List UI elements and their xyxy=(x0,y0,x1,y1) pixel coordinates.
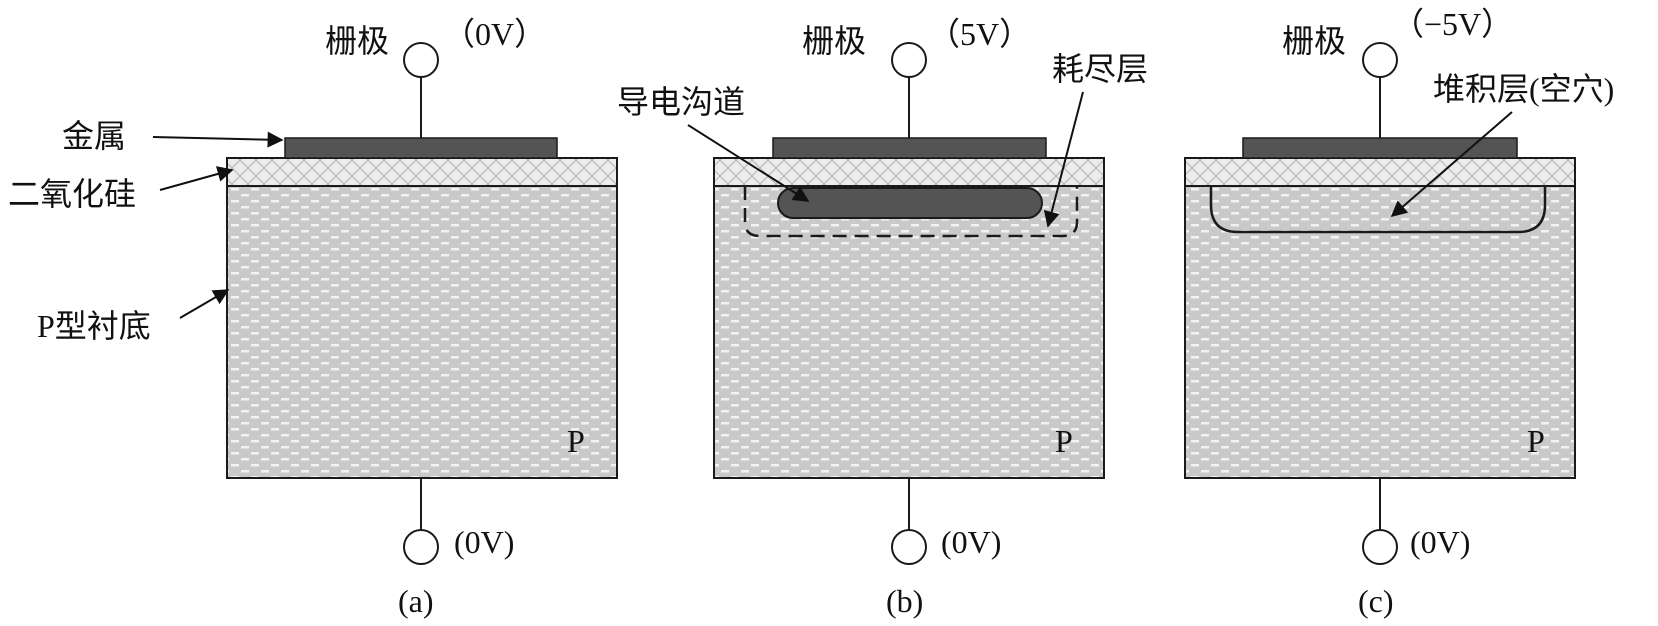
depletion-callout-label: 耗尽层 xyxy=(1052,51,1148,87)
channel-callout-label: 导电沟道 xyxy=(617,84,745,120)
substrate-type: P xyxy=(1527,423,1545,459)
body-terminal xyxy=(403,529,439,565)
gate-terminal xyxy=(403,42,439,78)
channel-arrow xyxy=(687,124,810,202)
gate-voltage: （0V） xyxy=(443,16,546,52)
panel-caption: (c) xyxy=(1358,583,1394,619)
metal-callout-label: 金属 xyxy=(62,118,126,154)
substrate-arrow xyxy=(179,289,230,319)
oxide-layer xyxy=(226,157,618,187)
panel-a: 栅极 （0V） P (0V) (a) xyxy=(226,16,618,619)
gate-label: 栅极 xyxy=(802,23,866,59)
bottom-voltage: (0V) xyxy=(1410,524,1470,560)
body-terminal xyxy=(1362,529,1398,565)
oxide-layer xyxy=(1184,157,1576,187)
accumulation-region xyxy=(1209,186,1547,234)
panel-caption: (a) xyxy=(398,583,434,619)
gate-voltage: （−5V） xyxy=(1392,6,1513,42)
oxide-callout-label: 二氧化硅 xyxy=(8,176,136,212)
accumulation-arrow xyxy=(1390,111,1513,218)
bottom-voltage: (0V) xyxy=(454,524,514,560)
metal-gate xyxy=(1242,137,1518,159)
substrate xyxy=(713,185,1105,479)
gate-terminal xyxy=(891,42,927,78)
gate-voltage: （5V） xyxy=(928,16,1031,52)
metal-gate xyxy=(284,137,558,159)
substrate-callout-label: P型衬底 xyxy=(37,308,151,344)
oxide-layer xyxy=(713,157,1105,187)
substrate xyxy=(1184,185,1576,479)
gate-label: 栅极 xyxy=(1282,23,1346,59)
panel-caption: (b) xyxy=(886,583,923,619)
substrate-type: P xyxy=(1055,423,1073,459)
metal-gate xyxy=(772,137,1047,159)
depletion-arrow xyxy=(1043,91,1084,228)
conductive-channel xyxy=(777,187,1043,219)
body-terminal xyxy=(891,529,927,565)
bottom-voltage: (0V) xyxy=(941,524,1001,560)
accumulation-callout-label: 堆积层(空穴) xyxy=(1433,71,1614,107)
gate-terminal xyxy=(1362,42,1398,78)
panel-c: 栅极 （−5V） P (0V) (c) 堆积层(空穴) xyxy=(1184,6,1614,619)
gate-label: 栅极 xyxy=(325,23,389,59)
substrate-type: P xyxy=(567,423,585,459)
panel-b: 栅极 （5V） P (0V) (b) 导电沟道 耗尽层 xyxy=(617,16,1148,619)
left-callouts: 金属 二氧化硅 P型衬底 xyxy=(8,118,284,344)
substrate xyxy=(226,185,618,479)
oxide-arrow xyxy=(159,166,234,191)
depletion-region xyxy=(743,186,1079,238)
metal-arrow xyxy=(152,131,284,148)
